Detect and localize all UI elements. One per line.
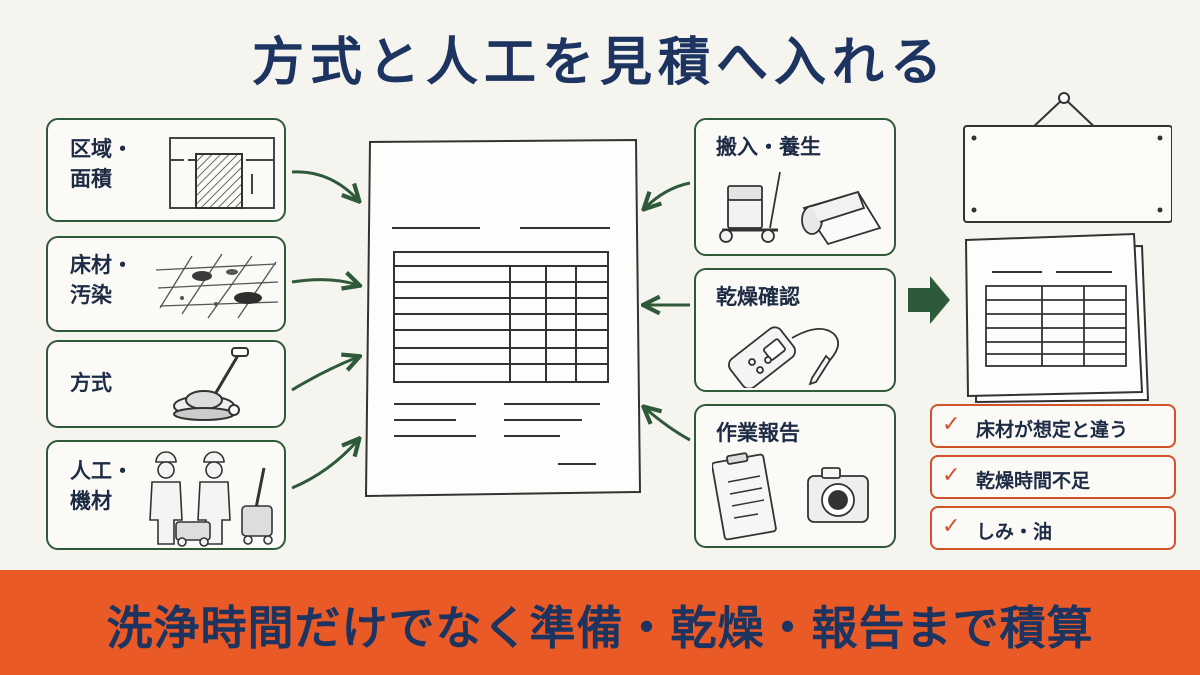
card-area-label: 区域・ 面積 — [70, 137, 133, 192]
check-item-text: しみ・油 — [976, 521, 1053, 543]
card-area: 区域・ 面積 — [46, 118, 286, 222]
arrow-report-to-estimate — [645, 408, 691, 442]
card-method: 方式 — [46, 340, 286, 428]
card-floor-label: 床材・ 汚染 — [70, 253, 133, 308]
card-drying-check: 乾燥確認 — [694, 268, 896, 392]
card-carry-in-protection: 搬入・養生 — [694, 118, 896, 256]
card-report-label: 作業報告 — [716, 421, 800, 445]
check-item-stain-oil: ✓ しみ・油 — [930, 506, 1176, 550]
card-carry-label: 搬入・養生 — [716, 135, 821, 159]
card-labor-equipment: 人工・ 機材 — [46, 440, 286, 550]
arrow-floor-to-estimate — [291, 280, 358, 285]
bottom-banner: 洗浄時間だけでなく準備・乾燥・報告まで積算 — [0, 570, 1200, 675]
arrow-method-to-estimate — [291, 357, 358, 392]
checkmark-icon: ✓ — [942, 412, 961, 437]
check-item-text: 乾燥時間不足 — [976, 470, 1091, 492]
floor-plan-icon — [169, 137, 275, 209]
estimate-sheet — [364, 138, 642, 498]
check-item-drying-shortage: ✓ 乾燥時間不足 — [930, 455, 1176, 499]
card-drying-label: 乾燥確認 — [716, 285, 800, 309]
clipboard-and-camera-icon — [712, 452, 869, 541]
banner-text: 洗浄時間だけでなく準備・乾燥・報告まで積算 — [106, 601, 1094, 655]
card-work-report: 作業報告 — [694, 404, 896, 548]
arrow-area-to-estimate — [291, 170, 358, 200]
card-floor-material: 床材・ 汚染 — [46, 236, 286, 332]
moisture-meter-icon — [728, 326, 840, 388]
hanging-board — [963, 125, 1172, 223]
check-item-floor-mismatch: ✓ 床材が想定と違う — [930, 404, 1176, 448]
arrow-labor-to-estimate — [291, 440, 358, 490]
floor-polisher-icon — [173, 347, 249, 421]
arrow-carry-to-estimate — [645, 181, 691, 208]
dirty-tile-floor-icon — [155, 253, 279, 319]
checkmark-icon: ✓ — [942, 463, 961, 488]
card-method-label: 方式 — [70, 371, 112, 395]
hand-truck-and-roll-icon — [719, 171, 882, 246]
estimate-table — [393, 251, 609, 383]
card-labor-label: 人工・ 機材 — [70, 459, 133, 514]
page-title: 方式と人工を見積へ入れる — [251, 33, 948, 93]
checkmark-icon: ✓ — [942, 514, 961, 539]
check-item-text: 床材が想定と違う — [976, 419, 1129, 441]
output-board-and-document — [963, 92, 1172, 404]
output-arrow-icon — [908, 276, 950, 324]
workers-and-machines-icon — [149, 451, 273, 547]
